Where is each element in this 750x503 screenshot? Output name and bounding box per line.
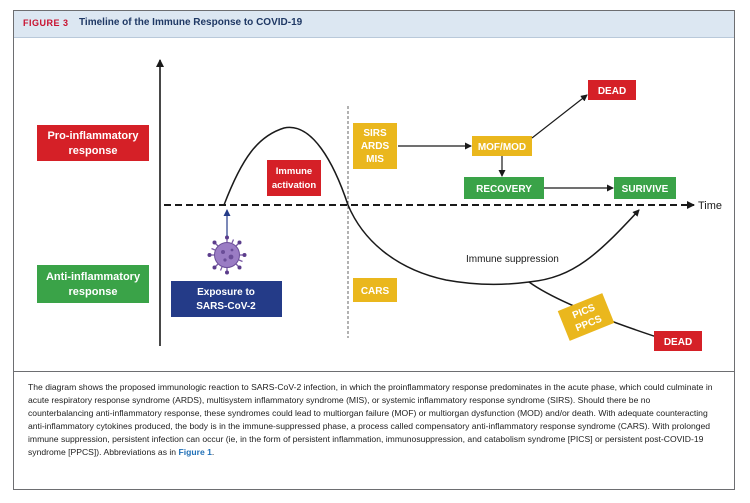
caption-end: . (211, 447, 215, 457)
anti-inflammatory-box (37, 265, 149, 303)
immune-suppression-label: Immune suppression (466, 254, 559, 265)
recovery-box (464, 177, 544, 199)
sirs-label: SIRS (363, 128, 387, 139)
anti-inflammatory-line2: response (69, 286, 118, 298)
immune-activation-line1: Immune (276, 166, 312, 177)
mof-mod-box (472, 136, 532, 156)
pics-ppcs-box: PICS PPCS (557, 293, 615, 341)
caption-divider (14, 371, 734, 372)
pro-inflammatory-line2: response (69, 145, 118, 157)
exposure-line1: Exposure to (197, 287, 255, 298)
caption-text: The diagram shows the proposed immunolog… (28, 382, 713, 457)
sirs-ards-mis-box (353, 123, 397, 169)
immune-timeline-diagram: Time Pro-inflammatory response Anti-infl… (37, 59, 722, 351)
immune-response-curve (223, 126, 670, 343)
mis-label: MIS (366, 154, 384, 165)
cars-box (353, 278, 397, 302)
anti-inflammatory-line1: Anti-inflammatory (46, 271, 141, 283)
dead-bottom-box (654, 331, 702, 351)
pro-inflammatory-box (37, 125, 149, 161)
figure-1-link[interactable]: Figure 1 (178, 447, 212, 457)
exposure-line2: SARS-CoV-2 (196, 301, 256, 312)
surivive-label: SURIVIVE (622, 184, 669, 195)
mof-to-dead-arrow (531, 94, 588, 139)
dead-top-label: DEAD (598, 86, 626, 97)
figure-number: FIGURE 3 (23, 18, 69, 28)
figure-header: FIGURE 3 Timeline of the Immune Response… (14, 11, 734, 38)
figure-caption: The diagram shows the proposed immunolog… (28, 381, 718, 459)
figure-title: Timeline of the Immune Response to COVID… (79, 17, 303, 28)
recovery-label: RECOVERY (476, 184, 532, 195)
ards-label: ARDS (361, 141, 390, 152)
exposure-box (171, 281, 282, 317)
recovery-curve (528, 209, 640, 283)
dead-top-box (588, 80, 636, 100)
mof-mod-label: MOF/MOD (478, 142, 526, 153)
dead-bottom-label: DEAD (664, 337, 692, 348)
pro-inflammatory-line1: Pro-inflammatory (47, 130, 139, 142)
immune-activation-box (267, 160, 321, 196)
time-label: Time (698, 200, 722, 212)
surivive-box (614, 177, 676, 199)
cars-label: CARS (361, 286, 390, 297)
virus-icon (207, 235, 247, 275)
figure-frame: FIGURE 3 Timeline of the Immune Response… (13, 10, 735, 490)
immune-activation-line2: activation (272, 180, 317, 191)
